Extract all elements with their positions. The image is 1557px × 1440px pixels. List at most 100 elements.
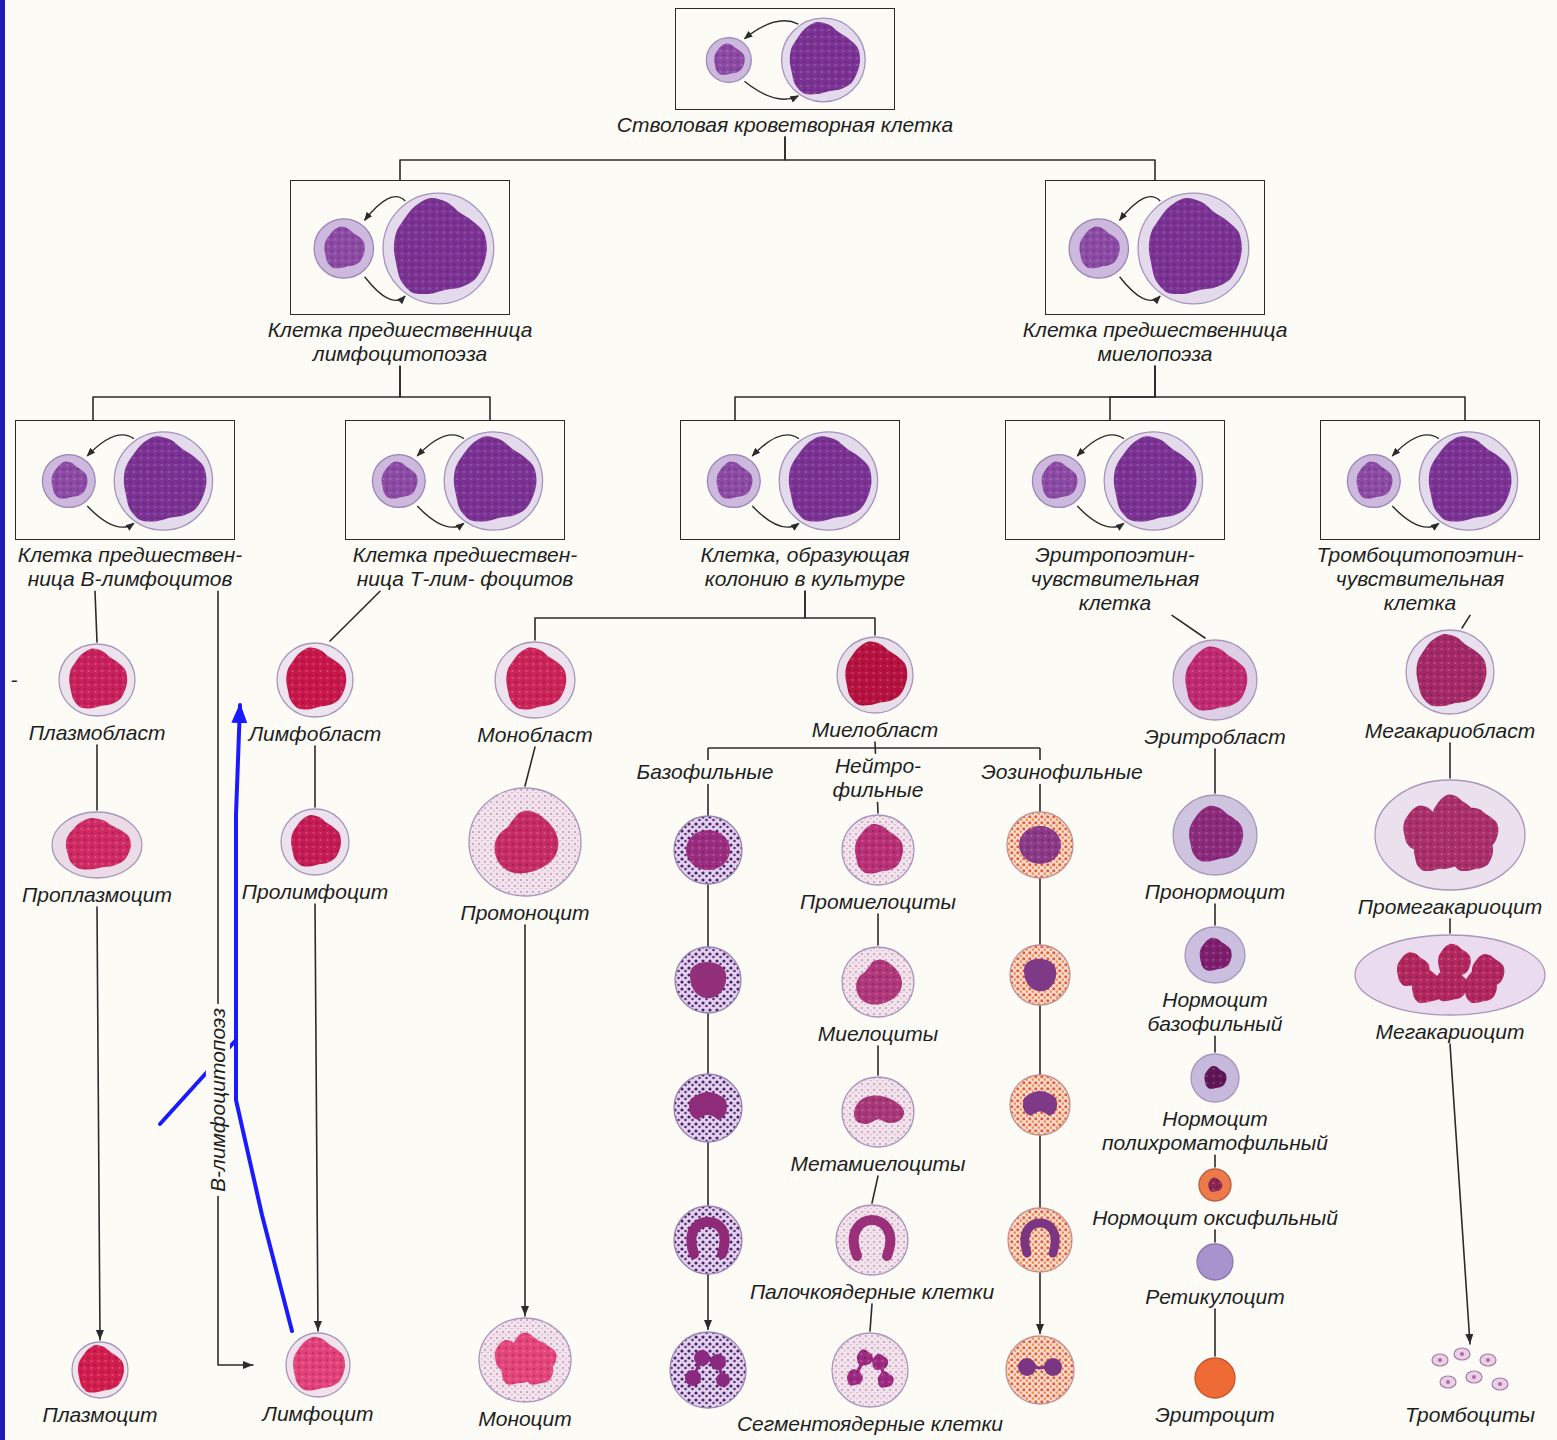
drawing-part <box>59 644 135 716</box>
cell-picture <box>795 635 955 715</box>
connector <box>93 366 400 420</box>
cell-picture <box>1350 933 1550 1017</box>
drawing-part <box>675 947 741 1013</box>
drawing-part <box>69 649 127 709</box>
cell-drawing <box>253 1331 383 1399</box>
drawing-part <box>1039 1135 1041 1208</box>
drawing-part <box>1138 193 1249 304</box>
drawing-part <box>674 1206 742 1274</box>
stage-label: Клетка предшествен- ница Т-лим- фоцитов <box>345 543 585 591</box>
cell-picture <box>445 786 605 898</box>
drawing-part <box>1357 462 1393 499</box>
drawing-part <box>78 1345 124 1393</box>
drawing-part <box>1149 198 1242 294</box>
drawing-part <box>1392 506 1439 527</box>
stage-frame <box>345 420 565 540</box>
cell-pair <box>1006 421 1226 541</box>
drawing-part <box>1185 646 1247 710</box>
drawing-part <box>286 647 346 709</box>
drawing-part <box>1185 646 1247 710</box>
drawing-part <box>293 1337 345 1391</box>
cell-drawing <box>445 786 605 898</box>
cell-drawing <box>1130 793 1300 877</box>
connector <box>877 1046 879 1075</box>
drawing-part <box>1472 1375 1476 1379</box>
cell-label: Нормоцит базофильный <box>1130 988 1300 1036</box>
drawing-part <box>394 198 487 294</box>
drawing-part <box>1414 827 1456 871</box>
cell-drawing <box>795 635 955 715</box>
drawing-part <box>72 1342 128 1398</box>
cell-label: Мегакариобласт <box>1355 719 1545 743</box>
drawing-part <box>674 1074 742 1142</box>
drawing-part <box>675 947 741 1013</box>
drawing-part <box>1185 927 1245 983</box>
basophil-cells <box>670 816 746 1408</box>
drawing-part <box>524 1355 553 1385</box>
cell-label: Мегакариоцит <box>1350 1020 1550 1044</box>
drawing-part <box>1191 1054 1239 1102</box>
connector <box>400 137 785 180</box>
drawing-part <box>286 647 346 709</box>
drawing-part <box>717 462 753 499</box>
drawing-part <box>855 824 903 874</box>
drawing-part <box>837 637 913 713</box>
connector <box>524 925 526 1316</box>
drawing-part <box>365 277 406 301</box>
drawing-part <box>1412 969 1445 1003</box>
drawing-part <box>1173 795 1257 875</box>
drawing-part <box>847 1369 863 1385</box>
stage-box: Клетка, образующая колонию в культуре <box>680 420 930 591</box>
drawing-part <box>707 1013 709 1074</box>
drawing-part <box>417 506 464 527</box>
drawing-part <box>670 1332 746 1408</box>
connector <box>1110 366 1155 420</box>
cell-label: Нормоцит полихроматофильный <box>1100 1107 1330 1155</box>
drawing-part <box>1114 436 1197 521</box>
stage-label: Клетка предшественница лимфоцитопоэза <box>250 318 550 366</box>
cell-picture <box>12 810 182 880</box>
drawing-part <box>1018 1358 1036 1376</box>
connector <box>97 907 100 1340</box>
drawing-part <box>1464 969 1497 1003</box>
stage-box: Клетка предшественница миелопоэза <box>1005 180 1305 366</box>
connector <box>1214 1155 1216 1167</box>
drawing-part <box>1432 1354 1448 1366</box>
cell-label: Монобласт <box>460 723 610 747</box>
drawing-part <box>42 455 95 508</box>
blood-cell: Пролимфоцит <box>240 807 390 904</box>
cell-picture <box>253 1331 383 1399</box>
stage-box: Стволовая кроветворная клетка <box>545 8 1025 137</box>
drawing-part <box>1200 938 1232 971</box>
drawing-part <box>1438 944 1471 978</box>
drawing-part <box>1446 1380 1450 1384</box>
drawing-part <box>707 884 709 947</box>
lineage-lines <box>708 748 1040 1334</box>
drawing-part <box>365 197 406 221</box>
drawing-part <box>1416 634 1486 706</box>
stage-label: Клетка предшественница миелопоэза <box>1005 318 1305 366</box>
drawing-part <box>689 1092 727 1120</box>
blood-cell: Проплазмоцит <box>12 810 182 907</box>
drawing-part <box>114 432 212 530</box>
drawing-part <box>1438 944 1471 978</box>
drawing-part <box>1008 1208 1072 1272</box>
drawing-part <box>1438 1358 1442 1362</box>
cell-picture <box>1100 1052 1330 1104</box>
cell-pair <box>1046 181 1266 316</box>
drawing-part <box>779 432 877 530</box>
cell-drawing <box>778 945 978 1019</box>
drawing-part <box>690 962 726 998</box>
cell-picture <box>1135 1242 1295 1282</box>
blood-cell: Плазмобласт <box>12 642 182 745</box>
cell-drawing <box>768 813 988 887</box>
drawing-part <box>1440 1376 1456 1388</box>
drawing-part <box>842 1077 914 1147</box>
drawing-part <box>1464 969 1497 1003</box>
drawing-part <box>708 747 1040 749</box>
drawing-part <box>293 1337 345 1391</box>
cell-picture <box>1355 628 1545 716</box>
stage-label: Клетка, образующая колонию в культуре <box>680 543 930 591</box>
cell-label: Нормоцит оксифильный <box>1065 1206 1365 1230</box>
